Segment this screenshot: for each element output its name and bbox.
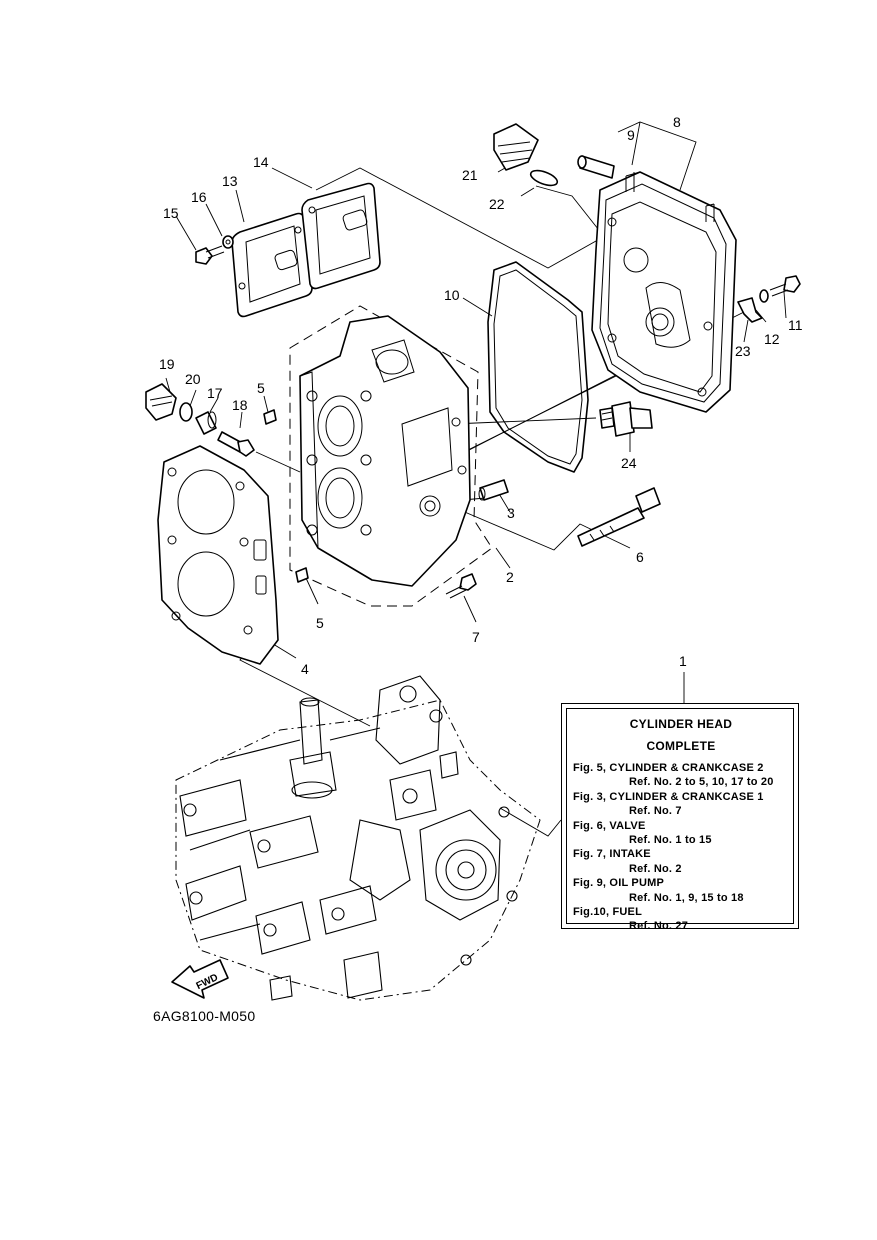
reference-figure-line: Fig. 7, INTAKE — [573, 848, 651, 861]
callout-21: 21 — [462, 167, 478, 183]
dowel-pin-5-upper — [263, 409, 277, 425]
reference-subline: Ref. No. 7 — [629, 805, 682, 818]
valve-cover-gasket-13 — [231, 212, 313, 318]
callout-9: 9 — [627, 127, 635, 143]
callout-16: 16 — [191, 189, 207, 205]
callout-22: 22 — [489, 196, 505, 212]
callout-5-lower: 5 — [316, 615, 324, 631]
callout-labels: 1 2 3 4 5 5 6 7 8 9 10 11 12 13 14 15 16… — [159, 114, 803, 677]
collar-17 — [195, 411, 217, 435]
oil-filler-cap-21 — [493, 123, 539, 171]
reference-title-line2: COMPLETE — [646, 739, 716, 753]
callout-15: 15 — [163, 205, 179, 221]
reference-figure-line: Fig. 3, CYLINDER & CRANKCASE 1 — [573, 790, 764, 803]
reference-subline: Ref. No. 2 — [629, 862, 682, 875]
reference-subline: Ref. No. 1 to 15 — [629, 834, 712, 847]
cylinder-head-assembly — [289, 305, 493, 607]
reference-box: CYLINDER HEAD COMPLETE Fig. 5, CYLINDER … — [561, 703, 799, 932]
reference-subline: Ref. No. 2 to 5, 10, 17 to 20 — [629, 776, 774, 789]
o-ring-20 — [179, 402, 193, 422]
reference-figure-line: Fig. 6, VALVE — [573, 819, 646, 832]
callout-17: 17 — [207, 385, 223, 401]
callout-24: 24 — [621, 455, 637, 471]
valve-cover-plate-14 — [301, 182, 381, 290]
washer-16 — [222, 235, 234, 249]
callout-2: 2 — [506, 569, 514, 585]
head-gasket-4 — [157, 445, 279, 665]
bolt-15 — [195, 245, 225, 265]
callout-19: 19 — [159, 356, 175, 372]
reference-figure-line: Fig. 5, CYLINDER & CRANKCASE 2 — [573, 762, 764, 774]
reference-title-line1: CYLINDER HEAD — [629, 717, 733, 731]
cylinder-head-cover-8 — [591, 171, 737, 413]
callout-12: 12 — [764, 331, 780, 347]
callout-13: 13 — [222, 173, 238, 189]
bolt-18 — [217, 431, 255, 457]
breather-pipe-9 — [577, 155, 615, 179]
reference-figure-line: Fig.10, FUEL — [573, 906, 643, 919]
spark-plug-24 — [599, 401, 653, 437]
diagram-code: 6AG8100-M050 — [153, 1008, 256, 1024]
head-cover-gasket-10 — [487, 261, 589, 473]
washer-12 — [759, 289, 769, 303]
bolt-11 — [769, 275, 801, 297]
callout-20: 20 — [185, 371, 201, 387]
callout-7: 7 — [472, 629, 480, 645]
reference-figure-line: Fig. 9, OIL PUMP — [573, 877, 665, 890]
callout-10: 10 — [444, 287, 460, 303]
callout-1: 1 — [679, 653, 687, 669]
o-ring-22 — [529, 169, 559, 187]
plug-19 — [145, 383, 177, 421]
callout-18: 18 — [232, 397, 248, 413]
callout-11: 11 — [788, 317, 803, 333]
callout-5-upper: 5 — [257, 380, 265, 396]
sleeve-3 — [478, 479, 509, 501]
callout-8: 8 — [673, 114, 681, 130]
fwd-arrow: FWD — [171, 959, 229, 999]
callout-6: 6 — [636, 549, 644, 565]
cylinder-head-bolt-6 — [577, 487, 661, 547]
reference-list: Fig. 5, CYLINDER & CRANKCASE 2 Ref. No. 2… — [573, 761, 789, 934]
callout-3: 3 — [507, 505, 515, 521]
reference-box-inner: CYLINDER HEAD COMPLETE Fig. 5, CYLINDER … — [566, 708, 794, 932]
dowel-pin-5-lower — [295, 567, 309, 583]
callout-23: 23 — [735, 343, 751, 359]
clamp-23 — [737, 297, 763, 323]
engine-block-phantom — [175, 675, 541, 1001]
bolt-7 — [445, 573, 477, 599]
reference-subline: Ref. No. 27 — [629, 920, 689, 933]
reference-subline: Ref. No. 1, 9, 15 to 18 — [629, 891, 744, 904]
callout-4: 4 — [301, 661, 309, 677]
callout-14: 14 — [253, 154, 269, 170]
